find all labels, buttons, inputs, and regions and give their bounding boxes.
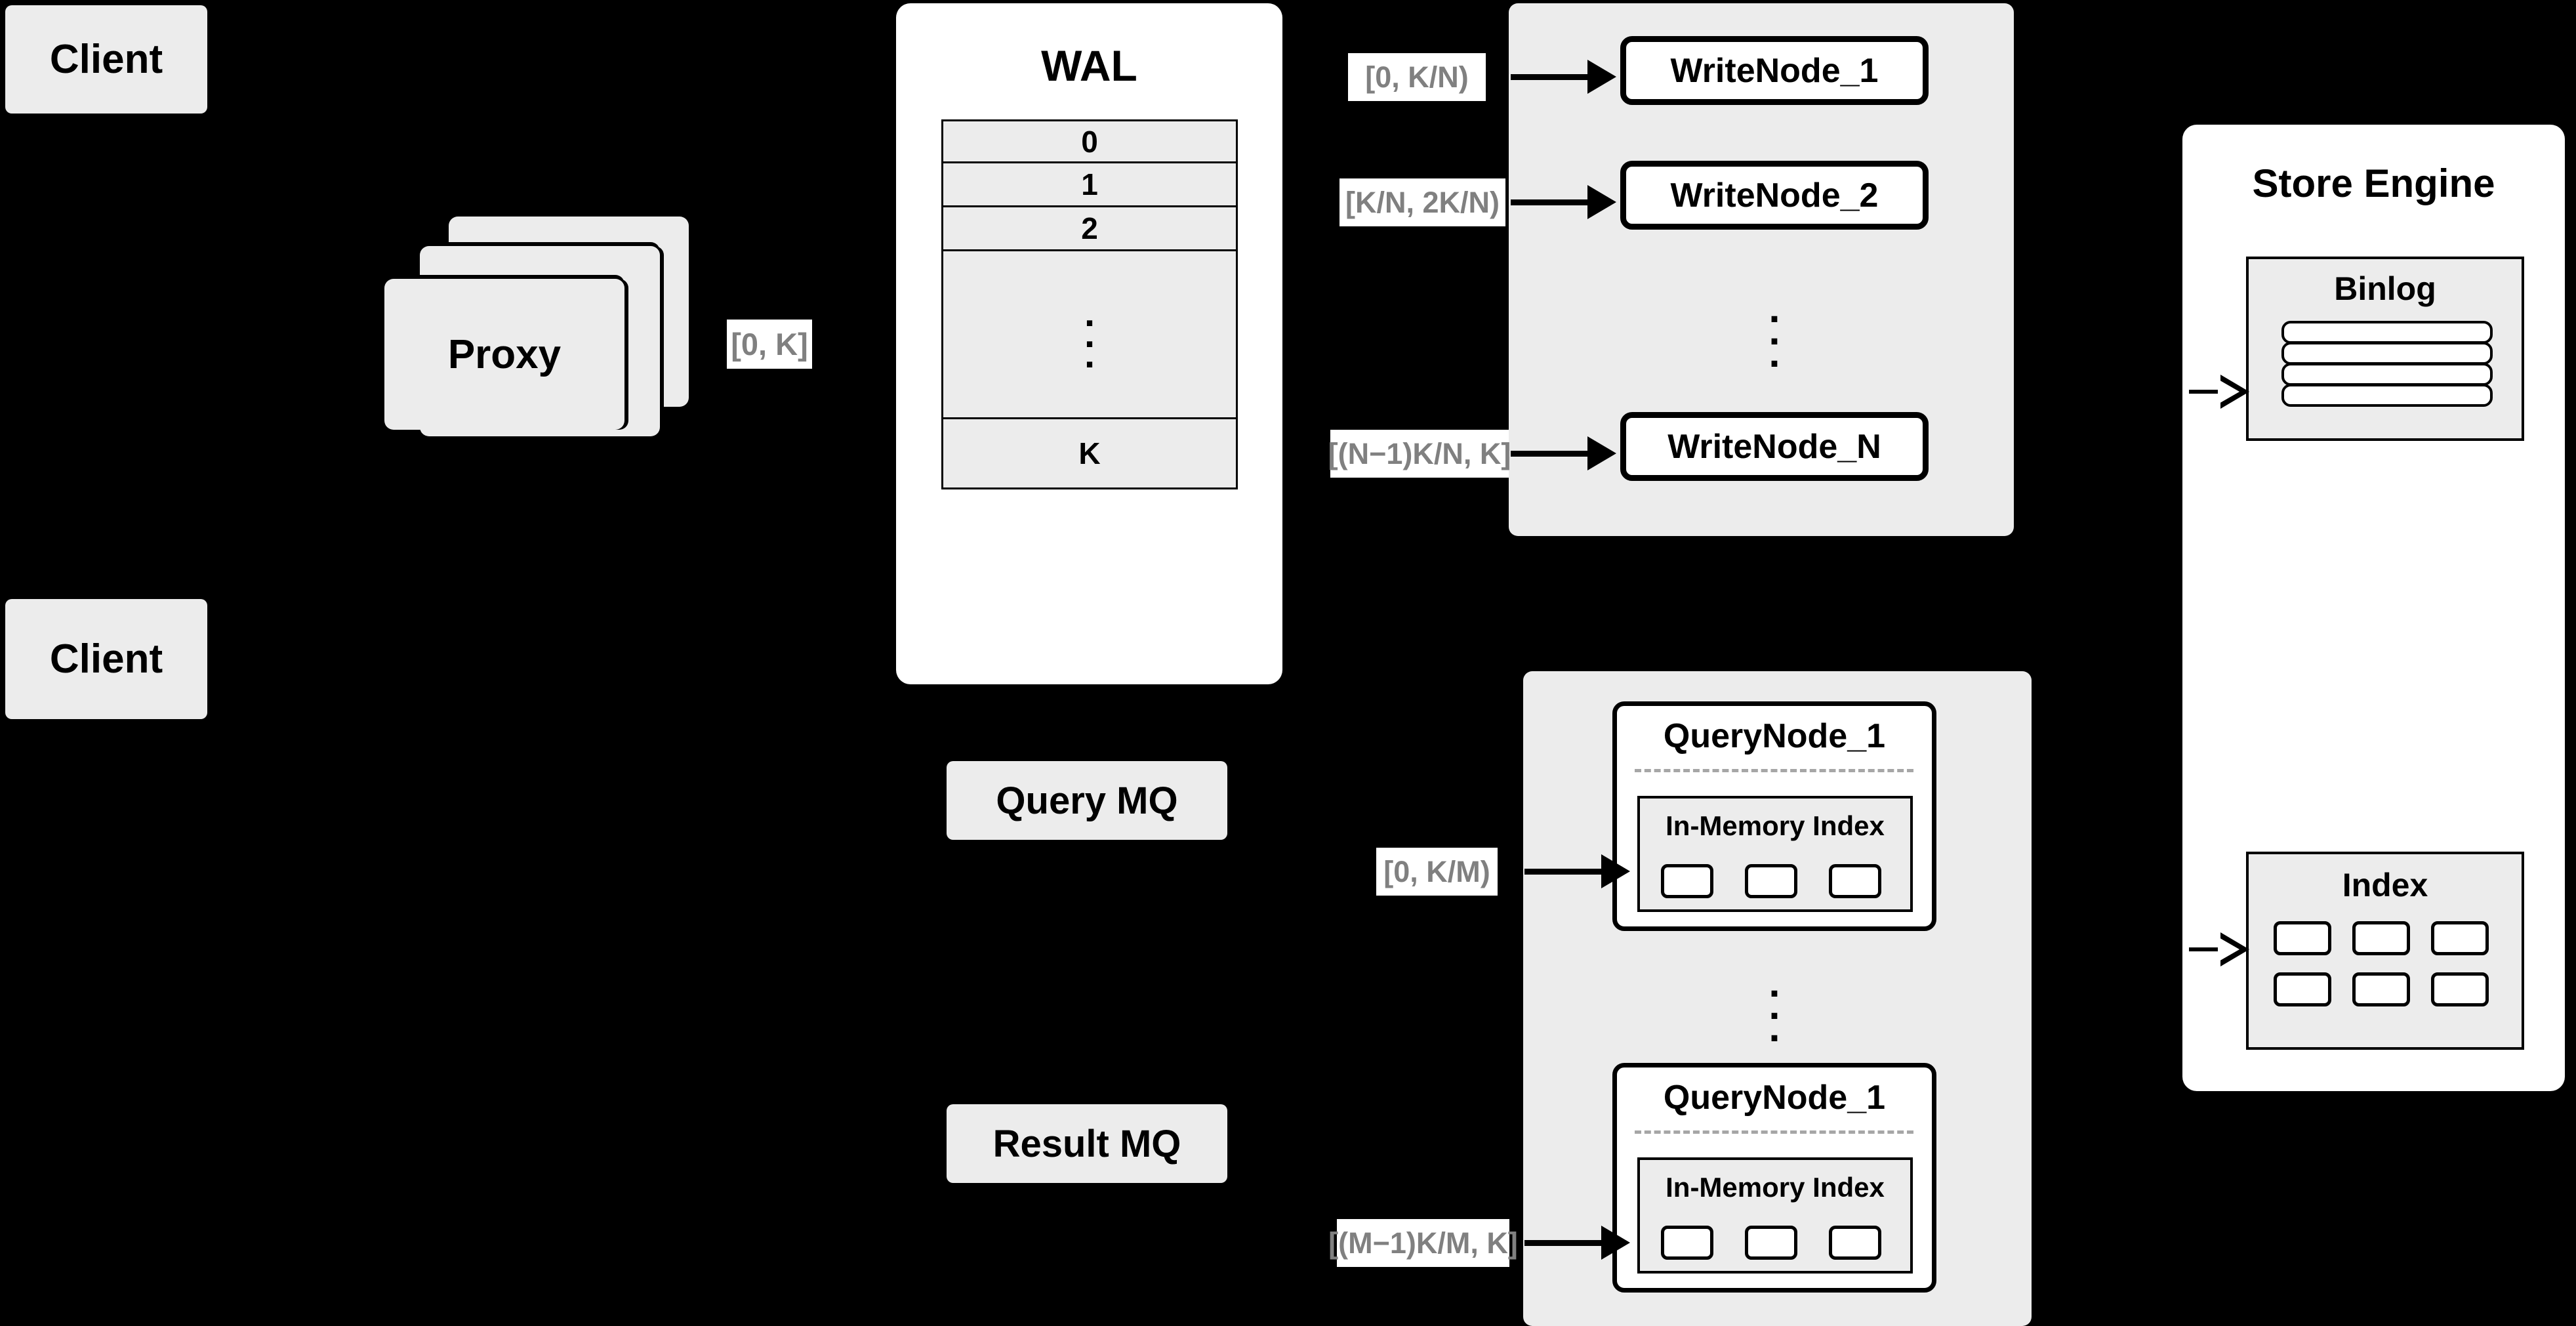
- query-node-1-range-label: [0, K/M): [1376, 848, 1498, 896]
- store-index-arrow-line: [2189, 947, 2223, 951]
- store-index-chip: [2274, 972, 2331, 1006]
- query-node-1-arrow-line: [1524, 869, 1603, 875]
- proxy-range-label: [0, K]: [727, 320, 812, 369]
- in-memory-index-title: In-Memory Index: [1666, 1172, 1885, 1203]
- write-node-1-arrow-line: [1511, 74, 1589, 80]
- write-pool-vertical-ellipsis: ...: [1768, 285, 1780, 377]
- query-node-2-range-label: [(M−1)K/M, K]: [1328, 1219, 1518, 1267]
- store-index-title: Index: [2342, 867, 2428, 903]
- query-node-2-arrow-head: [1601, 1226, 1630, 1260]
- wal-row-ellipsis: ...: [941, 251, 1238, 419]
- binlog-arrow-line: [2189, 390, 2223, 394]
- wal-title: WAL: [1041, 41, 1137, 90]
- client-label: Client: [49, 636, 163, 682]
- write-node-1[interactable]: WriteNode_1: [1620, 36, 1929, 105]
- write-node-n-arrow-line: [1511, 451, 1589, 457]
- binlog-arrow-head: [2218, 375, 2249, 409]
- binlog-row: [2281, 384, 2493, 407]
- write-node-2[interactable]: WriteNode_2: [1620, 161, 1929, 230]
- store-index-chip: [2352, 921, 2410, 955]
- wal-row: K: [941, 419, 1238, 489]
- wal-row: 1: [941, 163, 1238, 207]
- query-node-2-separator: [1635, 1130, 1913, 1134]
- query-node-1-label: QueryNode_1: [1663, 717, 1886, 755]
- store-index-box: Index: [2246, 852, 2524, 1050]
- write-node-2-range-label: [K/N, 2K/N): [1339, 178, 1505, 226]
- write-node-1-range-label: [0, K/N): [1348, 53, 1486, 101]
- write-node-n-arrow-head: [1587, 436, 1616, 470]
- store-index-chip: [2431, 972, 2489, 1006]
- client-label: Client: [49, 37, 163, 82]
- index-chip: [1661, 1226, 1713, 1260]
- index-chip: [1745, 1226, 1797, 1260]
- index-chip: [1745, 864, 1797, 898]
- write-node-1-arrow-head: [1587, 60, 1616, 94]
- client-box-2[interactable]: Client: [5, 599, 207, 719]
- write-node-2-arrow-head: [1587, 185, 1616, 219]
- store-index-chip: [2352, 972, 2410, 1006]
- index-chip: [1829, 1226, 1881, 1260]
- binlog-row: [2281, 321, 2493, 344]
- write-node-2-arrow-line: [1511, 199, 1589, 205]
- query-node-1-in-memory-index: In-Memory Index: [1637, 796, 1913, 912]
- write-node-n-range-label: [(N−1)K/N, K]: [1328, 430, 1511, 478]
- binlog-row: [2281, 342, 2493, 365]
- query-mq-box[interactable]: Query MQ: [947, 761, 1227, 840]
- query-node-2-arrow-line: [1524, 1240, 1603, 1246]
- wal-row: 0: [941, 119, 1238, 163]
- proxy-label: Proxy: [447, 331, 562, 377]
- result-mq-box[interactable]: Result MQ: [947, 1104, 1227, 1183]
- query-node-2-label: QueryNode_1: [1663, 1079, 1886, 1117]
- client-box-1[interactable]: Client: [5, 5, 207, 114]
- wal-vertical-ellipsis: ...: [1084, 291, 1095, 377]
- proxy-box[interactable]: Proxy: [384, 279, 624, 430]
- index-chip: [1829, 864, 1881, 898]
- query-node-2-in-memory-index: In-Memory Index: [1637, 1157, 1913, 1274]
- store-index-arrow-head: [2218, 932, 2249, 966]
- in-memory-index-title: In-Memory Index: [1666, 810, 1885, 841]
- binlog-title: Binlog: [2334, 270, 2436, 307]
- write-node-n[interactable]: WriteNode_N: [1620, 412, 1929, 481]
- index-chip: [1661, 864, 1713, 898]
- store-index-chip: [2431, 921, 2489, 955]
- wal-row: 2: [941, 207, 1238, 251]
- binlog-row: [2281, 363, 2493, 386]
- binlog-box: Binlog: [2246, 257, 2524, 441]
- query-pool-vertical-ellipsis: ...: [1768, 960, 1780, 1051]
- query-node-1-separator: [1635, 769, 1913, 772]
- store-index-chip: [2274, 921, 2331, 955]
- store-engine-title: Store Engine: [2252, 161, 2495, 205]
- query-node-1-arrow-head: [1601, 854, 1630, 888]
